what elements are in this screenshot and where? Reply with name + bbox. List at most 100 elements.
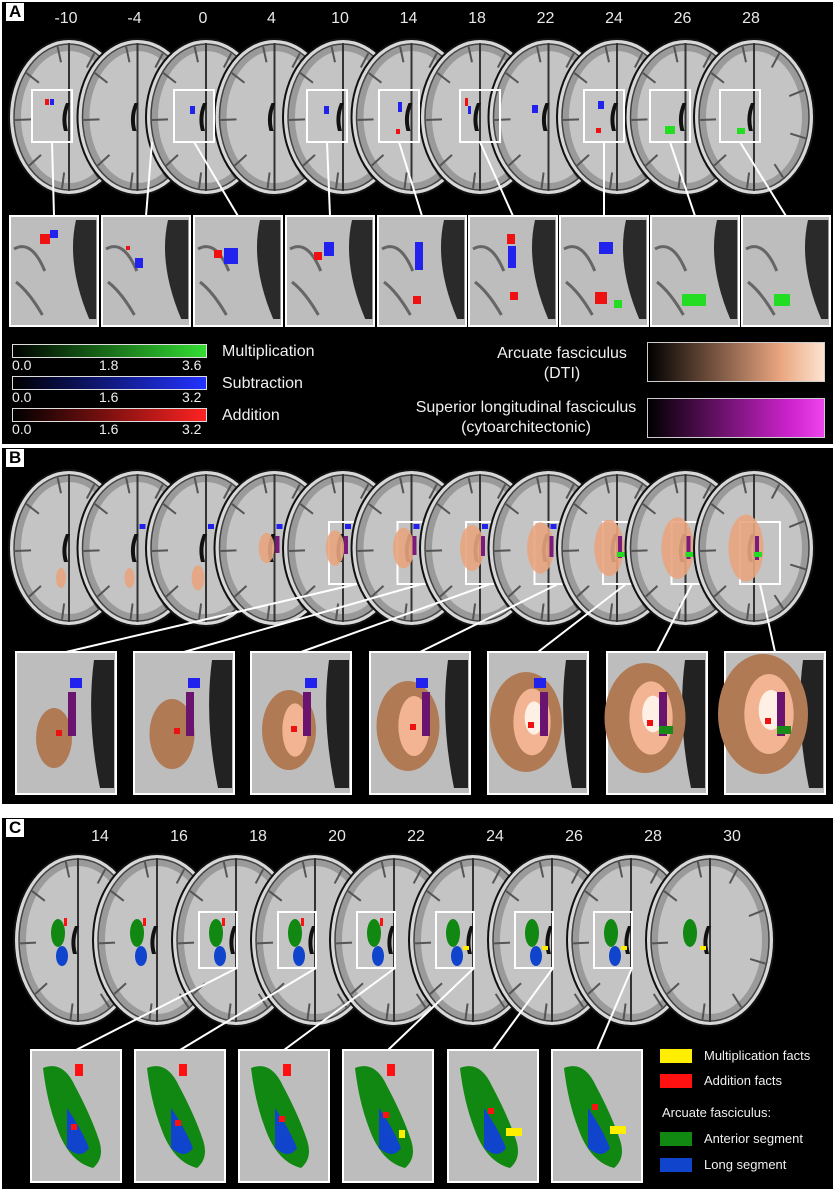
connector-line bbox=[326, 141, 331, 217]
sulcus bbox=[609, 172, 614, 189]
arcuate-overlay bbox=[392, 527, 415, 569]
anterior-segment-overlay bbox=[525, 919, 539, 947]
anterior-segment-label: Anterior segment bbox=[704, 1131, 803, 1146]
arcuate-overlay bbox=[258, 532, 275, 564]
sulcus bbox=[371, 154, 385, 167]
multiplication-tick-max: 3.6 bbox=[182, 357, 202, 373]
sulcus bbox=[129, 603, 134, 620]
sulcus bbox=[666, 982, 680, 995]
addition-colorbar bbox=[12, 408, 207, 422]
sulcus bbox=[299, 72, 314, 84]
sulcus bbox=[268, 890, 283, 902]
sulcus bbox=[357, 118, 374, 121]
sulcus bbox=[617, 861, 624, 878]
sulcus bbox=[426, 549, 443, 552]
long-segment-inset bbox=[379, 1108, 401, 1154]
activation-blue bbox=[208, 524, 214, 529]
sulcus bbox=[563, 549, 580, 552]
addition-tick-min: 0.0 bbox=[12, 421, 32, 437]
arcuate-overlay bbox=[661, 517, 694, 579]
sulcus bbox=[429, 982, 443, 995]
activation-blue bbox=[50, 230, 58, 238]
sulcus bbox=[34, 982, 48, 995]
activation-red bbox=[126, 246, 130, 250]
sulcus bbox=[508, 585, 522, 598]
inset-ventricle bbox=[72, 220, 97, 319]
connector-line bbox=[398, 141, 423, 217]
activation-green bbox=[617, 552, 625, 557]
activation-red bbox=[396, 129, 400, 134]
activation-blue bbox=[598, 101, 604, 109]
connector-line bbox=[145, 141, 153, 217]
addition-facts-overlay bbox=[222, 918, 225, 926]
multiplication-facts-overlay bbox=[542, 946, 548, 950]
activation-green bbox=[737, 128, 745, 134]
sulcus bbox=[222, 483, 233, 499]
sulcus bbox=[254, 868, 265, 884]
sulcus bbox=[83, 118, 100, 121]
activation-blue bbox=[398, 102, 402, 112]
addition-facts-inset bbox=[488, 1108, 494, 1114]
sulcus bbox=[125, 46, 131, 63]
sulcus bbox=[222, 52, 233, 68]
connector-line bbox=[387, 967, 475, 1051]
sulcus bbox=[333, 868, 344, 884]
sulcus bbox=[741, 46, 747, 63]
sulcus bbox=[291, 483, 301, 499]
connector-line bbox=[300, 583, 491, 653]
sulcus bbox=[494, 549, 511, 552]
ventricle bbox=[71, 926, 79, 954]
sulcus bbox=[790, 132, 806, 140]
inset-sulcus bbox=[381, 245, 415, 316]
sulcus bbox=[609, 603, 614, 620]
sulcus bbox=[193, 477, 199, 494]
long-segment-overlay bbox=[214, 946, 226, 966]
sulcus bbox=[540, 172, 545, 189]
sulcus bbox=[491, 868, 502, 884]
sulcus bbox=[306, 1003, 311, 1020]
activation-blue bbox=[190, 106, 195, 114]
inset-sulcus bbox=[472, 245, 506, 316]
slice-label: 4 bbox=[267, 10, 276, 27]
activation-green bbox=[774, 294, 790, 306]
slice-label: 14 bbox=[91, 828, 109, 845]
slf-colorbar bbox=[647, 398, 825, 438]
sulcus bbox=[645, 154, 659, 167]
activation-red bbox=[647, 720, 653, 726]
sulcus bbox=[359, 52, 370, 68]
sulcus bbox=[56, 477, 62, 494]
arcuate-legend-line2: (DTI) bbox=[543, 365, 581, 382]
sulcus bbox=[633, 52, 644, 68]
activation-blue bbox=[413, 524, 420, 529]
sulcus bbox=[152, 549, 169, 552]
connector-line bbox=[739, 141, 787, 217]
sulcus bbox=[565, 483, 575, 499]
ventricle bbox=[387, 926, 395, 954]
sulcus bbox=[770, 483, 781, 499]
sulcus bbox=[573, 941, 590, 945]
sulcus bbox=[576, 154, 590, 167]
inset-sulcus bbox=[289, 245, 323, 316]
sulcus bbox=[459, 861, 466, 878]
slice-label: 18 bbox=[249, 828, 267, 845]
activation-red bbox=[765, 718, 771, 724]
sulcus bbox=[99, 993, 111, 1008]
sulcus bbox=[330, 477, 336, 494]
arcuate-overlay bbox=[460, 525, 484, 571]
sulcus bbox=[371, 585, 385, 598]
activation-blue bbox=[50, 99, 54, 105]
sulcus bbox=[631, 549, 648, 552]
sulcus bbox=[412, 868, 423, 884]
sulcus bbox=[165, 154, 179, 167]
brain-slices-a bbox=[8, 38, 831, 327]
sulcus bbox=[359, 483, 370, 499]
slice-label: 22 bbox=[536, 10, 555, 27]
slf-inset bbox=[659, 692, 667, 736]
activation-red bbox=[413, 296, 421, 304]
sulcus bbox=[701, 1003, 706, 1020]
sulcus bbox=[368, 72, 383, 84]
inset-ventricle bbox=[440, 220, 465, 319]
slice-label: 30 bbox=[723, 828, 741, 845]
multiplication-facts-overlay bbox=[463, 946, 469, 950]
arcuate-segments-header: Arcuate fasciculus: bbox=[662, 1105, 772, 1120]
